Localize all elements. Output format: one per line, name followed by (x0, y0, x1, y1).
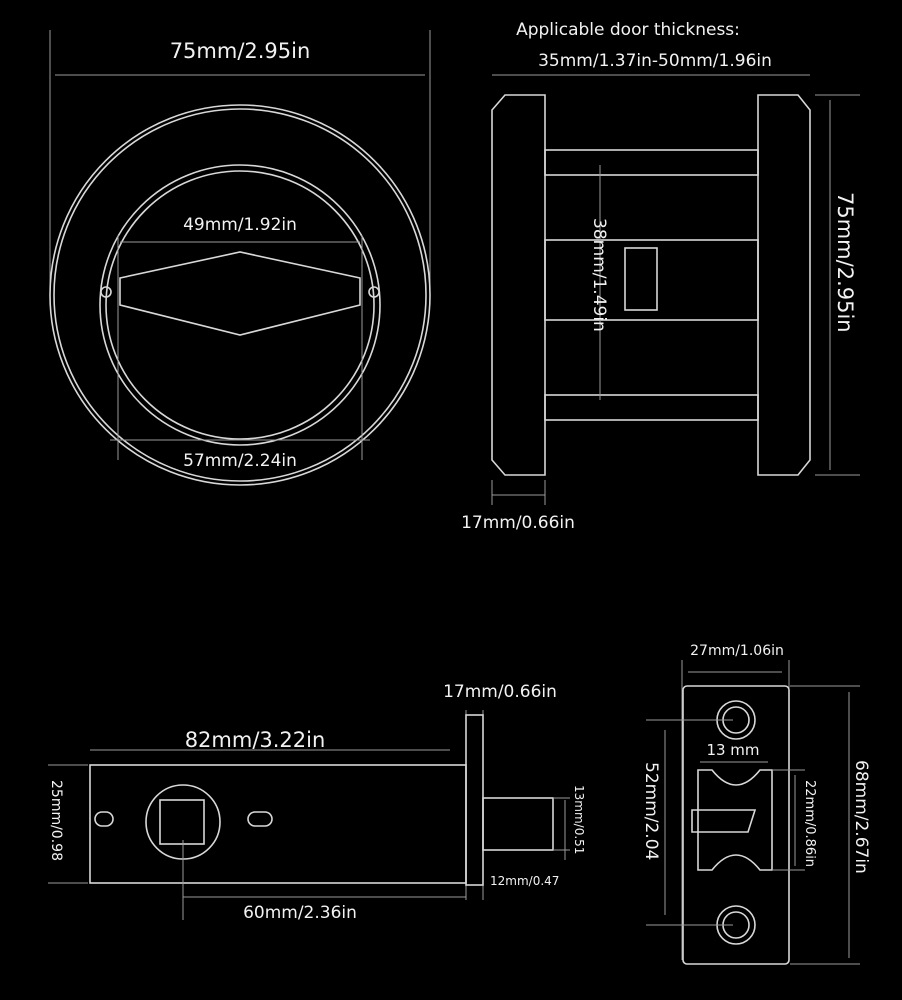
right-rose (757, 94, 811, 476)
left-rose (491, 94, 546, 476)
strike-width-label: 27mm/1.06in (690, 643, 784, 659)
outer-diameter-label: 75mm/2.95in (170, 39, 311, 63)
hole-spacing-label: 52mm/2.04 (641, 762, 661, 860)
side-view: Applicable door thickness: 35mm/1.37in-5… (461, 20, 860, 533)
strike-plate-view: 27mm/1.06in 52mm/2.04 13 mm 22mm/0.86in … (641, 643, 871, 965)
handle-width-label: 49mm/1.92in (183, 215, 297, 235)
latch-bolt (482, 797, 554, 851)
spindle-height-label: 38mm/1.49in (589, 218, 609, 332)
door-thickness-title: Applicable door thickness: (516, 20, 740, 40)
rose-inner-ring (99, 164, 381, 446)
strike-opening (697, 769, 773, 871)
latch-faceplate (465, 714, 484, 886)
front-view: 75mm/2.95in 49mm/1.92in 57mm/2.24in (49, 30, 431, 486)
backset-label: 60mm/2.36in (243, 903, 357, 923)
spindle-square (624, 247, 658, 311)
rose-depth-label: 17mm/0.66in (461, 513, 575, 533)
spindle-body (544, 239, 759, 321)
inner-diameter-label: 57mm/2.24in (183, 451, 297, 471)
bolt-projection-label: 12mm/0.47 (490, 874, 559, 888)
opening-width-label: 13 mm (706, 741, 759, 759)
latch-view: 17mm/0.66in 82mm/3.22in 25mm/0.98 60mm/2… (48, 682, 586, 923)
rose-outer-ring (49, 104, 431, 486)
latch-length-label: 82mm/3.22in (185, 728, 326, 752)
strike-plate (682, 685, 790, 965)
turn-handle (119, 251, 361, 336)
door-thickness-range: 35mm/1.37in-50mm/1.96in (538, 51, 772, 71)
bolt-height-label: 13mm/0.51 (572, 785, 586, 854)
strike-height-label: 68mm/2.67in (851, 760, 871, 874)
spindle-hole (159, 799, 205, 845)
latch-slot (691, 809, 757, 833)
latch-height-label: 25mm/0.98 (48, 780, 64, 861)
height-label: 75mm/2.95in (833, 192, 857, 333)
faceplate-depth-label: 17mm/0.66in (443, 682, 557, 702)
opening-height-label: 22mm/0.86in (802, 780, 817, 867)
